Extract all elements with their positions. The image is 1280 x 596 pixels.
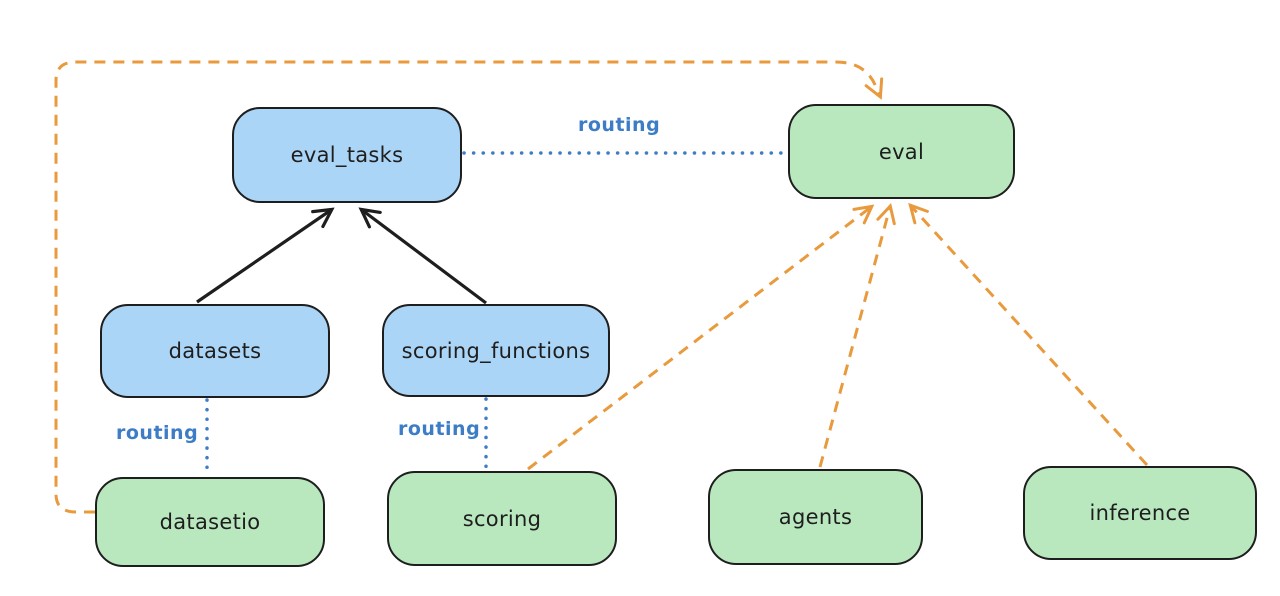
node-scoring-functions: scoring_functions xyxy=(382,304,610,397)
edge-scoring-to-eval-dashed-arrow xyxy=(527,204,875,471)
node-eval-tasks: eval_tasks xyxy=(232,107,462,203)
node-label: datasetio xyxy=(159,510,261,534)
node-eval: eval xyxy=(788,104,1015,199)
node-label: datasets xyxy=(168,339,262,363)
routing-label-datasets-datasetio: routing xyxy=(116,422,199,444)
edge-scoring-functions-to-eval-tasks-arrow xyxy=(358,207,487,305)
edge-datasets-to-eval-tasks-arrow xyxy=(196,207,335,304)
routing-label-scoring-functions-scoring: routing xyxy=(398,418,481,440)
node-scoring: scoring xyxy=(387,471,617,566)
node-label: scoring_functions xyxy=(401,338,591,363)
edge-agents-to-eval-dashed-arrow xyxy=(818,202,896,468)
edge-inference-to-eval-dashed-arrow xyxy=(908,202,1149,467)
edge-datasetio-to-eval-dashed-arrow xyxy=(54,60,884,514)
node-agents: agents xyxy=(708,469,923,565)
node-label: scoring xyxy=(462,506,542,531)
node-inference: inference xyxy=(1023,466,1257,560)
node-datasetio: datasetio xyxy=(95,477,325,567)
routing-label-eval-tasks-eval: routing xyxy=(578,114,661,136)
node-label: eval xyxy=(878,139,925,164)
node-label: eval_tasks xyxy=(290,143,404,167)
node-label: inference xyxy=(1089,501,1191,525)
node-datasets: datasets xyxy=(100,304,330,398)
node-label: agents xyxy=(778,505,853,529)
